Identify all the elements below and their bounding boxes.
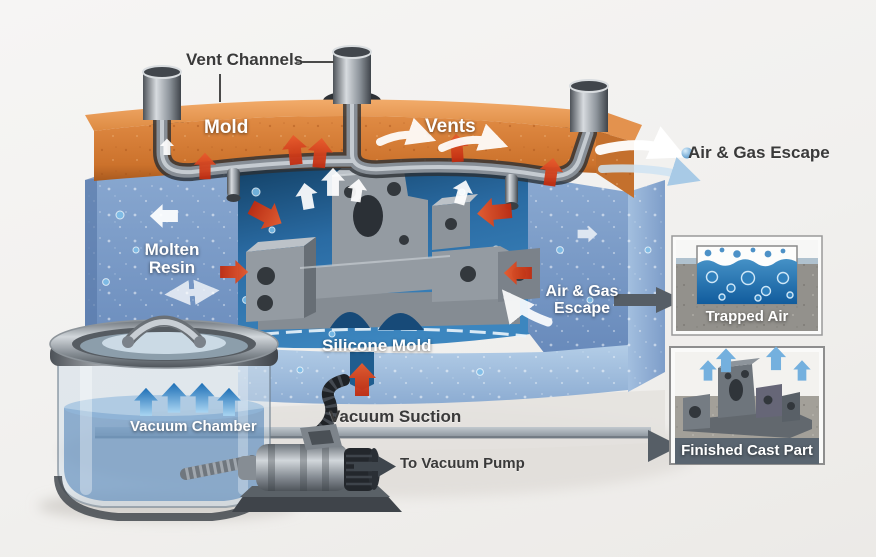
leader-lines <box>219 61 334 102</box>
vent-tube <box>332 45 372 104</box>
vents-label: Vents <box>425 116 476 137</box>
vent-tube <box>569 79 609 132</box>
finished-part-illustration <box>683 358 812 438</box>
molten-resin-label: Molten Resin <box>144 240 200 278</box>
to-vacuum-pump-label: To Vacuum Pump <box>400 455 525 472</box>
vent-tubes <box>142 45 609 132</box>
cast-part <box>246 160 540 330</box>
finished-cast-part-panel <box>669 346 825 465</box>
vent-channels-label: Vent Channels <box>186 50 304 69</box>
trapped-air-arrow <box>614 287 684 313</box>
vent-tube <box>142 65 182 120</box>
gas-droplet <box>681 147 693 159</box>
air-flow-arrows <box>149 117 701 327</box>
trapped-air-label: Trapped Air <box>705 308 789 325</box>
vacuum-chamber-label: Vacuum Chamber <box>130 418 257 435</box>
band-arrowhead <box>648 430 680 462</box>
vacuum-pump <box>180 374 402 512</box>
vacuum-line-band <box>95 427 680 462</box>
trapped-air-illustration <box>696 245 798 305</box>
silicone-mold-label: Silicone Mold <box>322 336 432 355</box>
air-gas-escape-top-label: Air & Gas Escape <box>688 143 830 162</box>
to-vacuum-pump-arrow <box>354 456 396 477</box>
finished-cast-part-label: Finished Cast Part <box>681 442 813 459</box>
air-gas-escape-mid-label: Air & Gas Escape <box>545 283 619 318</box>
mold-label: Mold <box>204 117 249 138</box>
vacuum-suction-label: Vacuum Suction <box>329 407 462 426</box>
trapped-air-panel <box>671 235 823 336</box>
